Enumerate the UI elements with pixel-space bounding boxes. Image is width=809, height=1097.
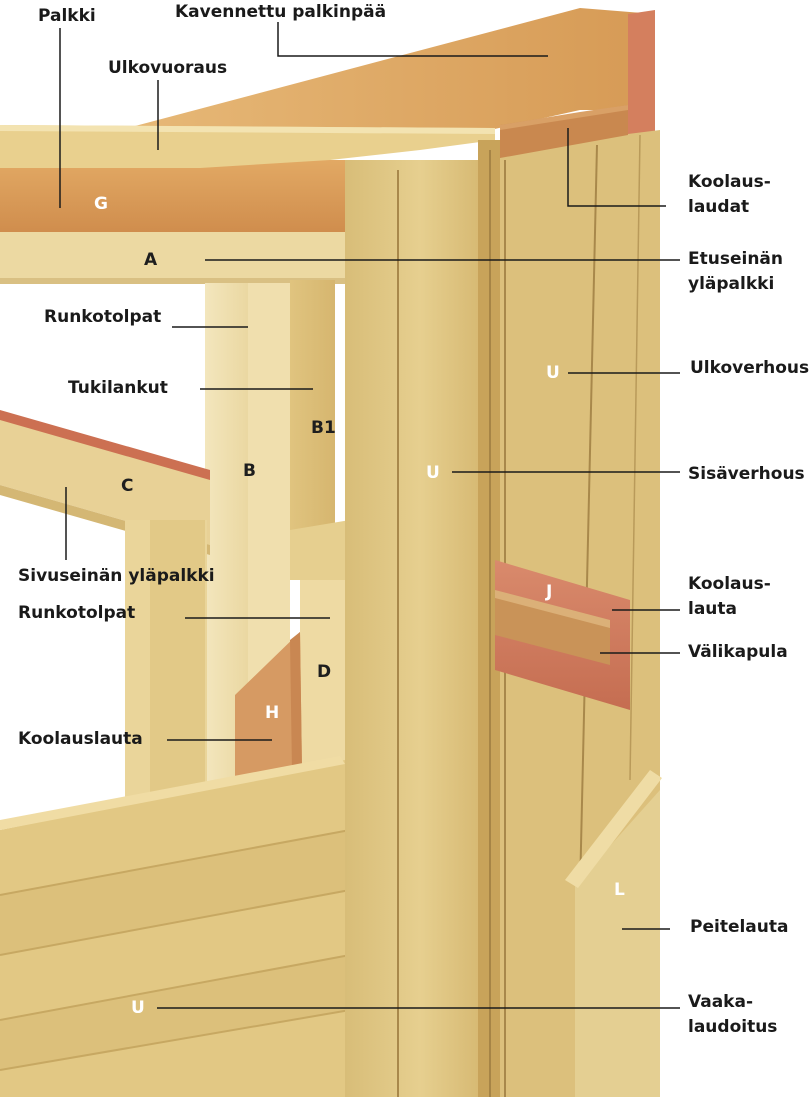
label-etuseinan-2: yläpalkki (688, 274, 775, 294)
label-koolauslaudat-2: laudat (688, 197, 750, 217)
label-sisaverhous: Sisäverhous (688, 464, 805, 484)
code-j: J (546, 582, 553, 602)
outer-cladding-seam-2 (579, 144, 598, 891)
label-etuseinan-1: Etuseinän (688, 249, 783, 269)
label-sivuseinan-ylapalkki: Sivuseinän yläpalkki (18, 566, 215, 586)
horizontal-boarding-top-edge (0, 756, 345, 830)
corner-trim (478, 140, 500, 1097)
label-palkki: Palkki (38, 6, 96, 26)
horizontal-boarding-2 (0, 830, 350, 955)
leader-kavennettu (277, 22, 548, 57)
label-koolauslauta-left: Koolauslauta (18, 729, 143, 749)
block-d (300, 580, 350, 770)
furring-boards-top (500, 105, 628, 158)
label-runkotolpat-mid: Runkotolpat (18, 603, 136, 623)
label-tukilankut: Tukilankut (68, 378, 168, 398)
label-ulkovuoraus: Ulkovuoraus (108, 58, 228, 78)
spacer-batten-top (495, 590, 610, 628)
cover-board-l (575, 790, 660, 1097)
side-wall-top-plate-c (0, 420, 210, 545)
horizontal-boarding-1 (0, 760, 350, 895)
cover-board-l-edge (565, 770, 662, 888)
label-koolauslauta-right-2: lauta (688, 599, 737, 619)
frame-stud-lower-mid (150, 520, 205, 810)
leader-koolauslaudat (567, 128, 666, 207)
code-g: G (94, 194, 108, 214)
label-runkotolpat-top: Runkotolpat (44, 307, 162, 327)
code-b1: B1 (311, 418, 336, 438)
furring-board-h-edge (290, 632, 302, 772)
support-plank-b1 (290, 280, 335, 530)
label-kavennettu-palkinpaa: Kavennettu palkinpää (175, 2, 387, 22)
label-peitelauta: Peitelauta (690, 917, 789, 937)
outer-cladding-rail-edge (0, 125, 495, 134)
code-u-right: U (546, 363, 560, 383)
horizontal-boarding-gaps (0, 829, 351, 1071)
top-plate-a-shadow (0, 278, 350, 284)
furring-boards-top-edge (500, 105, 628, 130)
code-a: A (144, 250, 158, 270)
block-d-top (290, 520, 350, 580)
horizontal-boarding-3 (0, 890, 350, 1020)
label-ulkoverhous: Ulkoverhous (690, 358, 809, 378)
label-vaakalaudoitus-1: Vaaka- (688, 992, 754, 1012)
horizontal-boarding-4 (0, 955, 350, 1070)
label-koolauslauta-right-1: Koolaus- (688, 574, 771, 594)
label-valikapula: Välikapula (688, 642, 788, 662)
leader-lines (59, 22, 680, 1009)
label-koolauslaudat-1: Koolaus- (688, 172, 771, 192)
code-c: C (121, 476, 134, 496)
label-vaakalaudoitus-2: laudoitus (688, 1017, 778, 1037)
beam-g (0, 160, 350, 235)
spacer-batten (495, 595, 610, 665)
code-l: L (614, 880, 625, 900)
code-h: H (265, 703, 280, 723)
beam-end-red-face (628, 10, 655, 135)
narrowed-beam-end (120, 8, 655, 130)
code-b: B (243, 461, 256, 481)
inner-cladding-post (345, 160, 495, 1097)
code-u-center: U (426, 463, 440, 483)
horizontal-boarding-5 (0, 1010, 350, 1097)
code-d: D (317, 662, 332, 682)
code-u-bottom: U (131, 998, 145, 1018)
outer-cladding-seam-3 (629, 134, 641, 781)
outer-cladding-rail (0, 125, 495, 168)
furring-board-h (235, 632, 302, 780)
front-wall-top-plate-a (0, 232, 350, 284)
side-wall-top-plate-red (0, 410, 210, 482)
